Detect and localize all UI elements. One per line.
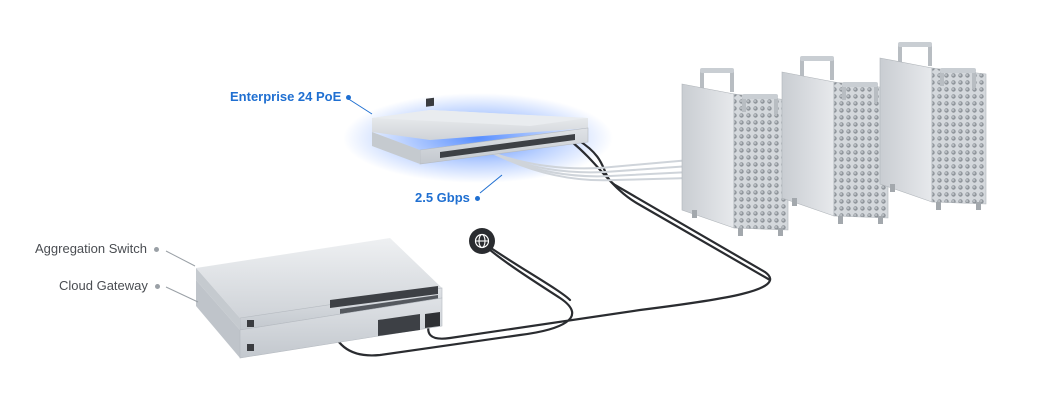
internet-cable (328, 241, 574, 357)
enterprise-switch-label: Enterprise 24 PoE (230, 89, 352, 104)
leader-lines (165, 97, 503, 303)
tower-server-device (681, 68, 789, 236)
cloud-gateway-device (196, 280, 443, 359)
label-dot (154, 247, 160, 252)
cloud-gateway-label: Cloud Gateway (59, 278, 160, 293)
internet-cable (486, 244, 572, 302)
label-dot (346, 95, 352, 100)
switch-ports (440, 134, 575, 158)
aggregation-switch-label: Aggregation Switch (35, 241, 160, 256)
cloud-gateway-label-text: Cloud Gateway (59, 278, 148, 293)
aggregation-switch-device (196, 238, 443, 331)
label-dot (154, 284, 160, 289)
label-dot (474, 196, 480, 201)
enterprise-switch-device (372, 97, 589, 165)
link-speed-label-text: 2.5 Gbps (415, 190, 470, 205)
tower-server-device (781, 56, 889, 224)
aggregation-switch-label-text: Aggregation Switch (35, 241, 148, 256)
tower-server-device (879, 42, 987, 210)
enterprise-switch-label-text: Enterprise 24 PoE (230, 89, 342, 104)
globe-icon (469, 228, 495, 254)
link-speed-label: 2.5 Gbps (415, 190, 480, 205)
